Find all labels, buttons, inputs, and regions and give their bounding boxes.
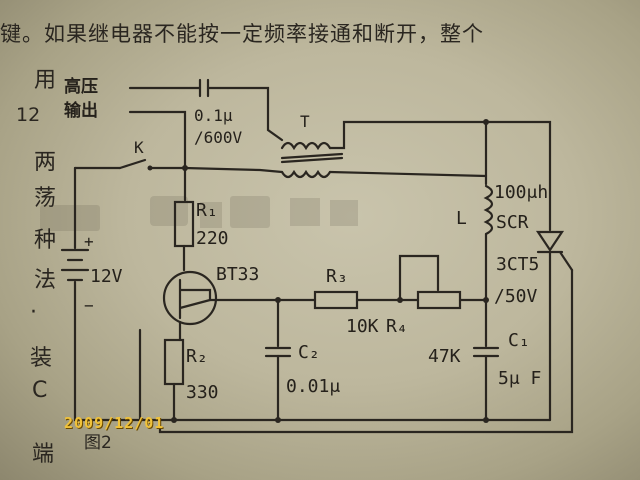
switch-label: K — [134, 138, 144, 157]
wire — [128, 110, 187, 170]
inductor-value: 100μh — [494, 182, 549, 203]
c2-name: C₂ — [298, 342, 320, 363]
c1-value: 5μ F — [498, 368, 542, 389]
hv-output-label-2: 输出 — [64, 101, 98, 121]
wire — [328, 120, 552, 232]
cap-voltage-label: /600V — [194, 128, 243, 147]
r3-name: R₃ — [326, 266, 348, 287]
wire — [73, 280, 172, 422]
capacitor-c1 — [472, 346, 500, 358]
c2-value: 0.01μ — [286, 376, 341, 397]
wire — [206, 86, 284, 142]
cap-value-label: 0.1μ — [194, 106, 233, 125]
wire — [328, 170, 488, 178]
side-char: 用 — [34, 68, 57, 93]
battery-value: 12V — [90, 266, 123, 287]
battery-plus: + — [84, 232, 94, 251]
wire — [183, 166, 284, 174]
wire — [158, 268, 574, 434]
r2-value: 330 — [186, 382, 219, 403]
hv-output-label-1: 高压 — [64, 77, 98, 97]
side-char: 装 — [30, 346, 53, 371]
side-char: 种 — [34, 228, 57, 253]
battery-symbol — [60, 248, 90, 282]
transformer-core — [280, 152, 344, 164]
r4-name: R₄ — [386, 316, 408, 337]
resistor-r3 — [313, 290, 359, 310]
capacitor-c2 — [264, 346, 292, 358]
r1-value: 220 — [196, 228, 229, 249]
scr-label: SCR — [496, 212, 529, 233]
scr-symbol — [535, 230, 574, 272]
date-stamp: 2009/12/01 — [64, 414, 165, 432]
transformer-primary — [280, 141, 332, 151]
wire — [148, 166, 187, 202]
battery-minus: − — [84, 296, 94, 315]
resistor-r1 — [173, 200, 195, 248]
resistor-r4 — [416, 290, 462, 310]
switch-k — [118, 158, 147, 170]
side-char: 荡 — [34, 186, 57, 211]
inductor-l — [483, 184, 494, 236]
ujt-bt33 — [162, 270, 218, 326]
c1-name: C₁ — [508, 330, 530, 351]
r3-value: 10K — [346, 316, 379, 337]
inductor-name: L — [456, 208, 467, 229]
side-char: 12 — [16, 104, 41, 126]
ujt-bar — [178, 278, 212, 320]
r2-name: R₂ — [186, 346, 208, 367]
r4-value: 47K — [428, 346, 461, 367]
side-char: 两 — [34, 150, 57, 175]
side-char: C — [32, 378, 48, 403]
resistor-r2 — [163, 338, 185, 386]
wire — [398, 254, 440, 302]
article-text-top-line: 键。如果继电器不能按一定频率接通和断开，整个 — [0, 22, 484, 46]
scr-rating: /50V — [494, 286, 538, 307]
side-char: 法 — [34, 268, 57, 293]
ujt-label: BT33 — [216, 264, 260, 285]
capacitor-symbol — [198, 78, 210, 98]
side-char: · — [30, 300, 37, 325]
side-char: 端 — [32, 442, 55, 467]
r1-name: R₁ — [196, 200, 218, 221]
transformer-label: T — [300, 112, 310, 131]
transformer-secondary — [280, 169, 332, 179]
scr-type: 3CT5 — [496, 254, 540, 275]
figure-label: 图2 — [84, 433, 112, 453]
